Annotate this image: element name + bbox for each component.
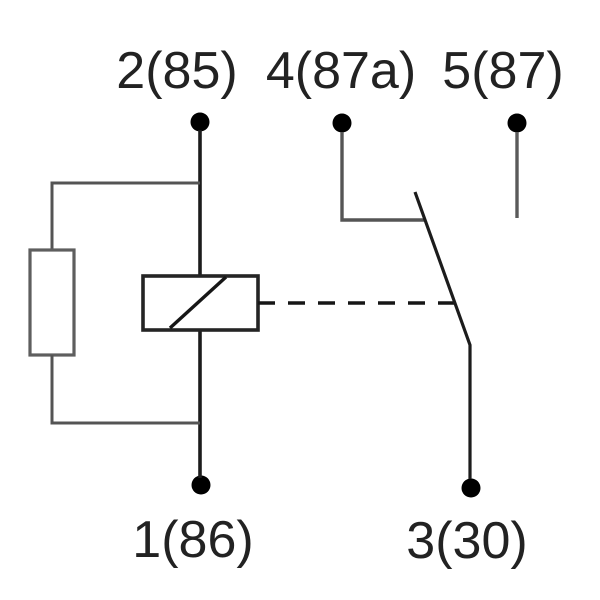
terminal-dot-pin2 <box>190 112 210 132</box>
resistor-symbol <box>28 248 76 357</box>
relay-coil-symbol <box>141 274 260 332</box>
pin-label-2-85: 2(85) <box>116 42 237 100</box>
terminal-dot-pin3 <box>461 478 481 498</box>
wire-pin4-87a-contact <box>340 132 425 222</box>
pin-label-4-87a: 4(87a) <box>266 42 416 100</box>
switch-arm-pin3-30 <box>413 191 472 479</box>
pin-label-3-30: 3(30) <box>406 512 527 570</box>
terminal-dot-pin1 <box>191 475 211 495</box>
wire-resistor-top-link <box>50 181 200 250</box>
pin-label-1-86: 1(86) <box>132 511 253 569</box>
coil-diagonal-slash <box>168 275 228 330</box>
wire-resistor-bottom-link <box>50 355 200 425</box>
terminal-dot-pin5 <box>507 113 527 133</box>
terminal-dot-pin4 <box>332 113 352 133</box>
pin-label-5-87: 5(87) <box>442 42 563 100</box>
